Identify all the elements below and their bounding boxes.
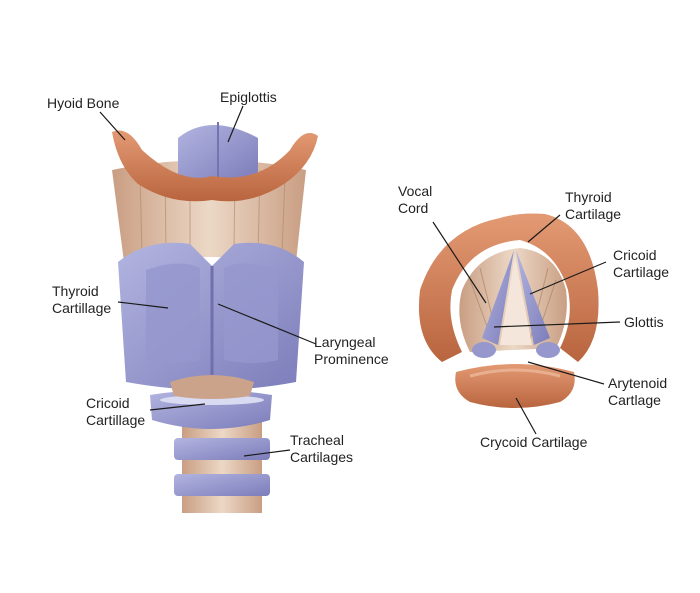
tracheal-ring	[174, 438, 270, 460]
leader-thyroid-cartilage	[117, 301, 169, 309]
label-thyroid-cartilage-top-line2: Cartilage	[565, 206, 622, 222]
label-arytenoid-cartilage-line1: Arytenoid	[608, 375, 668, 391]
label-thyroid-cartilage-line1: Thyroid	[52, 283, 99, 299]
label-cricoid-cartilage-line2: Cartillage	[86, 412, 146, 428]
label-glottis: Glottis	[624, 314, 664, 331]
leader-cricoid-cartilage	[149, 403, 206, 411]
front-view-larynx	[112, 122, 318, 513]
label-tracheal-cartilages-line2: Cartilages	[290, 449, 354, 465]
label-laryngeal-prominence-line1: Laryngeal	[314, 334, 376, 350]
leader-arytenoid-cartilage	[527, 361, 605, 385]
label-cricoid-cartilage-top-line2: Cartilage	[613, 264, 670, 280]
label-vocal-cord-line1: Vocal	[398, 183, 433, 199]
vocal-fold-right	[516, 250, 550, 345]
leader-crycoid-cartilage	[515, 397, 537, 435]
label-epiglottis: Epiglottis	[220, 89, 277, 106]
label-cricoid-cartilage: Cricoid Cartillage	[86, 395, 145, 429]
label-vocal-cord-line2: Cord	[398, 200, 429, 216]
leader-glottis	[493, 321, 621, 328]
hyoid-bone-shape	[112, 130, 318, 202]
label-thyroid-cartilage: Thyroid Cartillage	[52, 283, 111, 317]
label-vocal-cord: Vocal Cord	[398, 183, 432, 217]
arytenoid-right	[536, 342, 560, 358]
crycoid-cartilage-shape	[455, 364, 575, 408]
arytenoid-left	[472, 342, 496, 358]
label-glottis-line1: Glottis	[624, 314, 664, 330]
label-epiglottis-line1: Epiglottis	[220, 89, 277, 105]
leader-vocal-cord	[432, 221, 487, 304]
label-hyoid-bone: Hyoid Bone	[47, 95, 119, 112]
label-arytenoid-cartilage: Arytenoid Cartlage	[608, 375, 667, 409]
leader-tracheal-cartilages	[243, 449, 291, 457]
label-hyoid-bone-line1: Hyoid Bone	[47, 95, 120, 111]
glottis-opening	[500, 255, 532, 345]
label-cricoid-cartilage-top-line1: Cricoid	[613, 247, 657, 263]
label-cricoid-cartilage-line1: Cricoid	[86, 395, 130, 411]
label-crycoid-cartilage: Crycoid Cartilage	[480, 434, 587, 451]
label-crycoid-cartilage-line1: Crycoid Cartilage	[480, 434, 588, 450]
label-thyroid-cartilage-line2: Cartillage	[52, 300, 112, 316]
tracheal-ring	[174, 474, 270, 496]
label-laryngeal-prominence-line2: Prominence	[314, 351, 389, 367]
leader-epiglottis	[227, 105, 244, 143]
label-tracheal-cartilages: Tracheal Cartilages	[290, 432, 353, 466]
label-cricoid-cartilage-top: Cricoid Cartilage	[613, 247, 669, 281]
top-view-larynx	[418, 213, 599, 408]
leader-cricoid-cartilage-top	[529, 261, 607, 295]
leader-hyoid-bone	[99, 111, 126, 141]
label-thyroid-cartilage-top: Thyroid Cartilage	[565, 189, 621, 223]
label-laryngeal-prominence: Laryngeal Prominence	[314, 334, 389, 368]
label-arytenoid-cartilage-line2: Cartlage	[608, 392, 661, 408]
thyroid-cartilage-top-shape	[418, 213, 599, 362]
label-thyroid-cartilage-top-line1: Thyroid	[565, 189, 612, 205]
label-tracheal-cartilages-line1: Tracheal	[290, 432, 344, 448]
leader-thyroid-cartilage-top	[527, 214, 561, 243]
leader-laryngeal-prominence	[217, 303, 317, 345]
vocal-fold-left	[482, 250, 514, 345]
